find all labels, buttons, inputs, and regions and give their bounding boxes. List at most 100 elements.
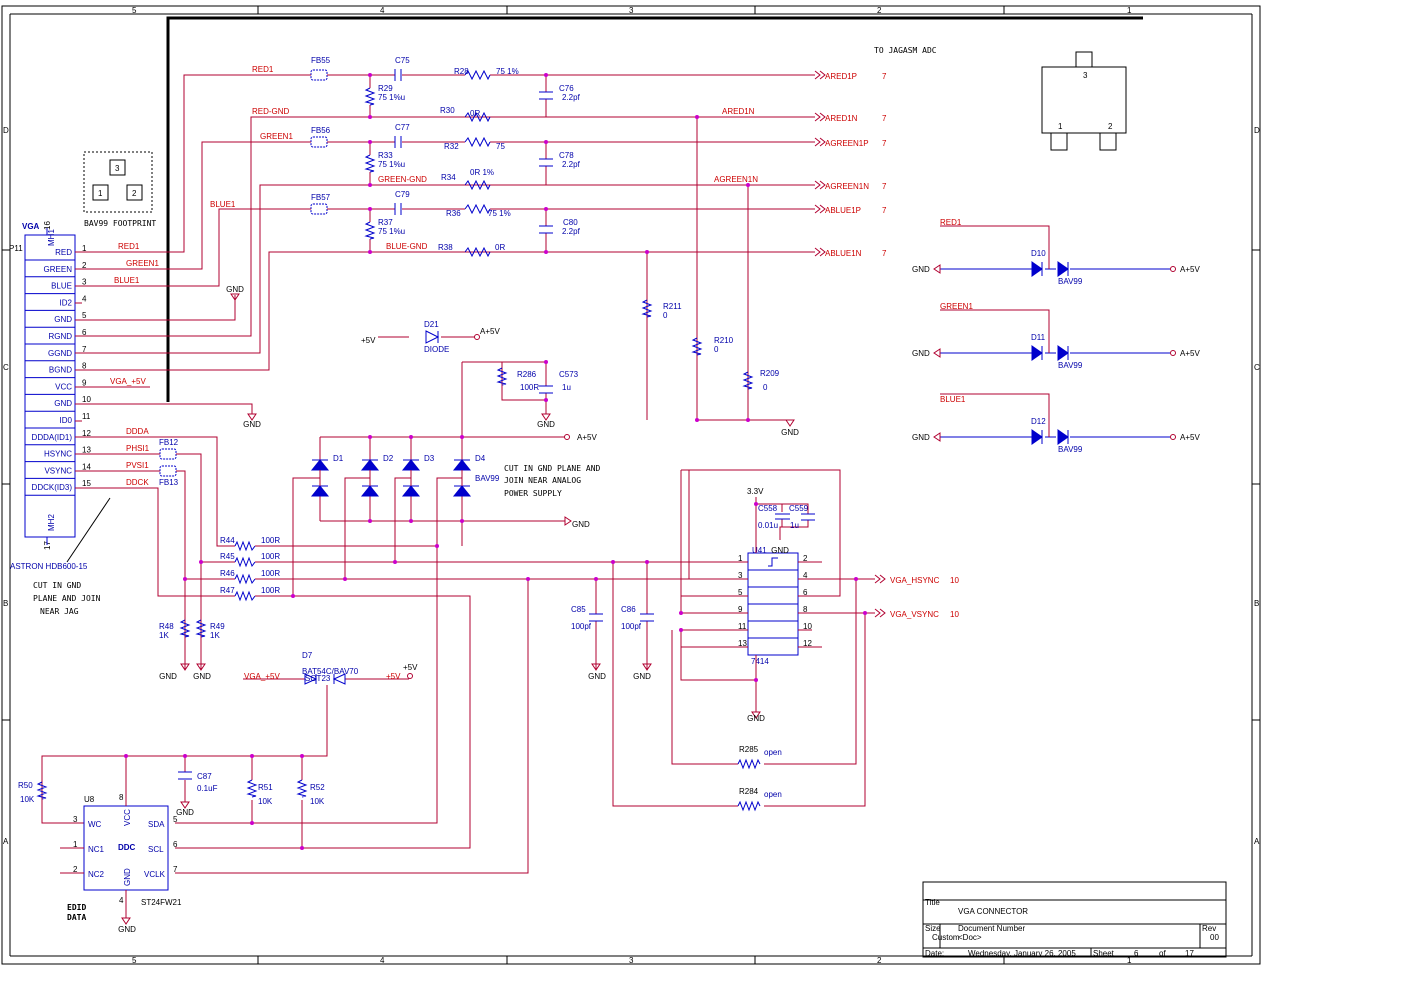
offpage-name: VGA_VSYNC	[890, 610, 939, 619]
col-label: 2	[877, 956, 882, 965]
note-cut-jag: CUT IN GND	[33, 581, 81, 590]
vga-pin-name: DDDA(ID1)	[32, 433, 73, 442]
r52-label: R52	[310, 783, 325, 792]
diode-symbol	[401, 485, 421, 497]
r28-value: 75 1%	[496, 67, 519, 76]
r285-label: R285	[739, 745, 759, 754]
col-label: 1	[1127, 6, 1132, 15]
net-5v-d7: +5V	[386, 672, 401, 681]
net-vga5v: VGA_+5V	[110, 377, 146, 386]
vga-pin-name: ID2	[60, 298, 73, 307]
net-pvsi1: PVSI1	[126, 461, 149, 470]
u8-title: DDC	[118, 843, 136, 852]
clamp-diode-symbols	[310, 459, 472, 497]
d7-value: BAT54C/BAV70	[302, 667, 359, 676]
vga-pin-number: 5	[82, 311, 87, 320]
sot23-pin: 2	[1108, 122, 1113, 131]
vga-pin-name: BLUE	[51, 282, 72, 291]
diode-symbol	[310, 485, 330, 497]
gnd-label: GND	[633, 672, 651, 681]
c76-value: 2.2pf	[562, 93, 581, 102]
vga-pin-name: RED	[55, 248, 72, 257]
vga-pin-name: HSYNC	[44, 450, 72, 459]
r48-label: R48	[159, 622, 174, 631]
bav99-diode	[1057, 429, 1069, 445]
u8-value: ST24FW21	[141, 898, 182, 907]
vga-pin-number: 4	[82, 294, 87, 303]
vga-pin-number: 2	[82, 261, 87, 270]
r28-label: R28	[454, 67, 469, 76]
u8-pin-vclk: VCLK	[144, 870, 166, 879]
vga-pin-number: 14	[82, 462, 91, 471]
d10-value: BAV99	[1058, 277, 1083, 286]
net-red1: RED1	[118, 242, 140, 251]
u8-num: 6	[173, 840, 178, 849]
r34-label: R34	[441, 173, 456, 182]
vga-pin-name: GGND	[48, 349, 72, 358]
connector-title: VGA	[22, 222, 40, 231]
c78-label: C78	[559, 151, 574, 160]
offpage-arrow	[814, 112, 826, 122]
title-label: Title	[925, 898, 940, 907]
u8-pin-wc: WC	[88, 820, 102, 829]
vga-pin-number: 10	[82, 395, 91, 404]
r47-value: 100R	[261, 586, 280, 595]
r34-value: 0R 1%	[470, 168, 494, 177]
r45-label: R45	[220, 552, 235, 561]
vga-pin-number: 1	[82, 244, 87, 253]
offpage-name: ARED1N	[825, 114, 858, 123]
date-label: Date:	[925, 949, 944, 958]
footprint-pin: 1	[98, 189, 103, 198]
u41-pin-number: 4	[803, 571, 808, 580]
footprint-label: BAV99 FOOTPRINT	[84, 219, 156, 228]
gnd-label: GND	[572, 520, 590, 529]
c75-label: C75	[395, 56, 410, 65]
u8-pin-gnd: GND	[123, 868, 132, 886]
u41-pin-number: 12	[803, 639, 812, 648]
r44-value: 100R	[261, 536, 280, 545]
u41-pin-number: 13	[738, 639, 747, 648]
gnd-label: GND	[912, 349, 930, 358]
offpage-arrow	[814, 180, 826, 190]
offpage-name: ARED1P	[825, 72, 857, 81]
total-value: 17	[1185, 949, 1194, 958]
r51-label: R51	[258, 783, 273, 792]
d4-label: D4	[475, 454, 486, 463]
col-label: 4	[380, 956, 385, 965]
footprint-pin: 3	[115, 164, 120, 173]
r29-label: R29	[378, 84, 393, 93]
u8-pin-sda: SDA	[148, 820, 165, 829]
series-100r	[158, 540, 681, 874]
vga-pin-name: GND	[54, 399, 72, 408]
sheet-border: 5 4 3 2 1 5 4 3 2 1 D C B A D C B A	[1, 5, 1261, 965]
net-green1-right: GREEN1	[940, 302, 973, 311]
net-red1-top: RED1	[252, 65, 274, 74]
diode-symbol	[401, 459, 421, 471]
c86-value: 100pf	[621, 622, 642, 631]
r36-label: R36	[446, 209, 461, 218]
r44-label: R44	[220, 536, 235, 545]
vga-pin-name: RGND	[48, 332, 72, 341]
c87-label: C87	[197, 772, 212, 781]
sot23-pin: 1	[1058, 122, 1063, 131]
note-cut-jag: PLANE AND JOIN	[33, 594, 101, 603]
col-label: 3	[629, 6, 634, 15]
offpage-name: VGA_HSYNC	[890, 576, 940, 585]
mh1-label: MH1	[47, 229, 56, 246]
vga-pin-number: 3	[82, 278, 87, 287]
d3-label: D3	[424, 454, 435, 463]
r286-value: 100R	[520, 383, 539, 392]
offpage-name: ABLUE1N	[825, 249, 862, 258]
right-bav99-diodes	[933, 225, 1176, 445]
diode-symbol	[360, 459, 380, 471]
p5v-label: +5V	[361, 336, 376, 345]
row-label: C	[3, 363, 9, 372]
gnd-label: GND	[771, 546, 789, 555]
vga-pin-number: 13	[82, 446, 91, 455]
r30-label: R30	[440, 106, 455, 115]
fb55-label: FB55	[311, 56, 331, 65]
r285-value: open	[764, 748, 782, 757]
c558-label: C558	[758, 504, 778, 513]
